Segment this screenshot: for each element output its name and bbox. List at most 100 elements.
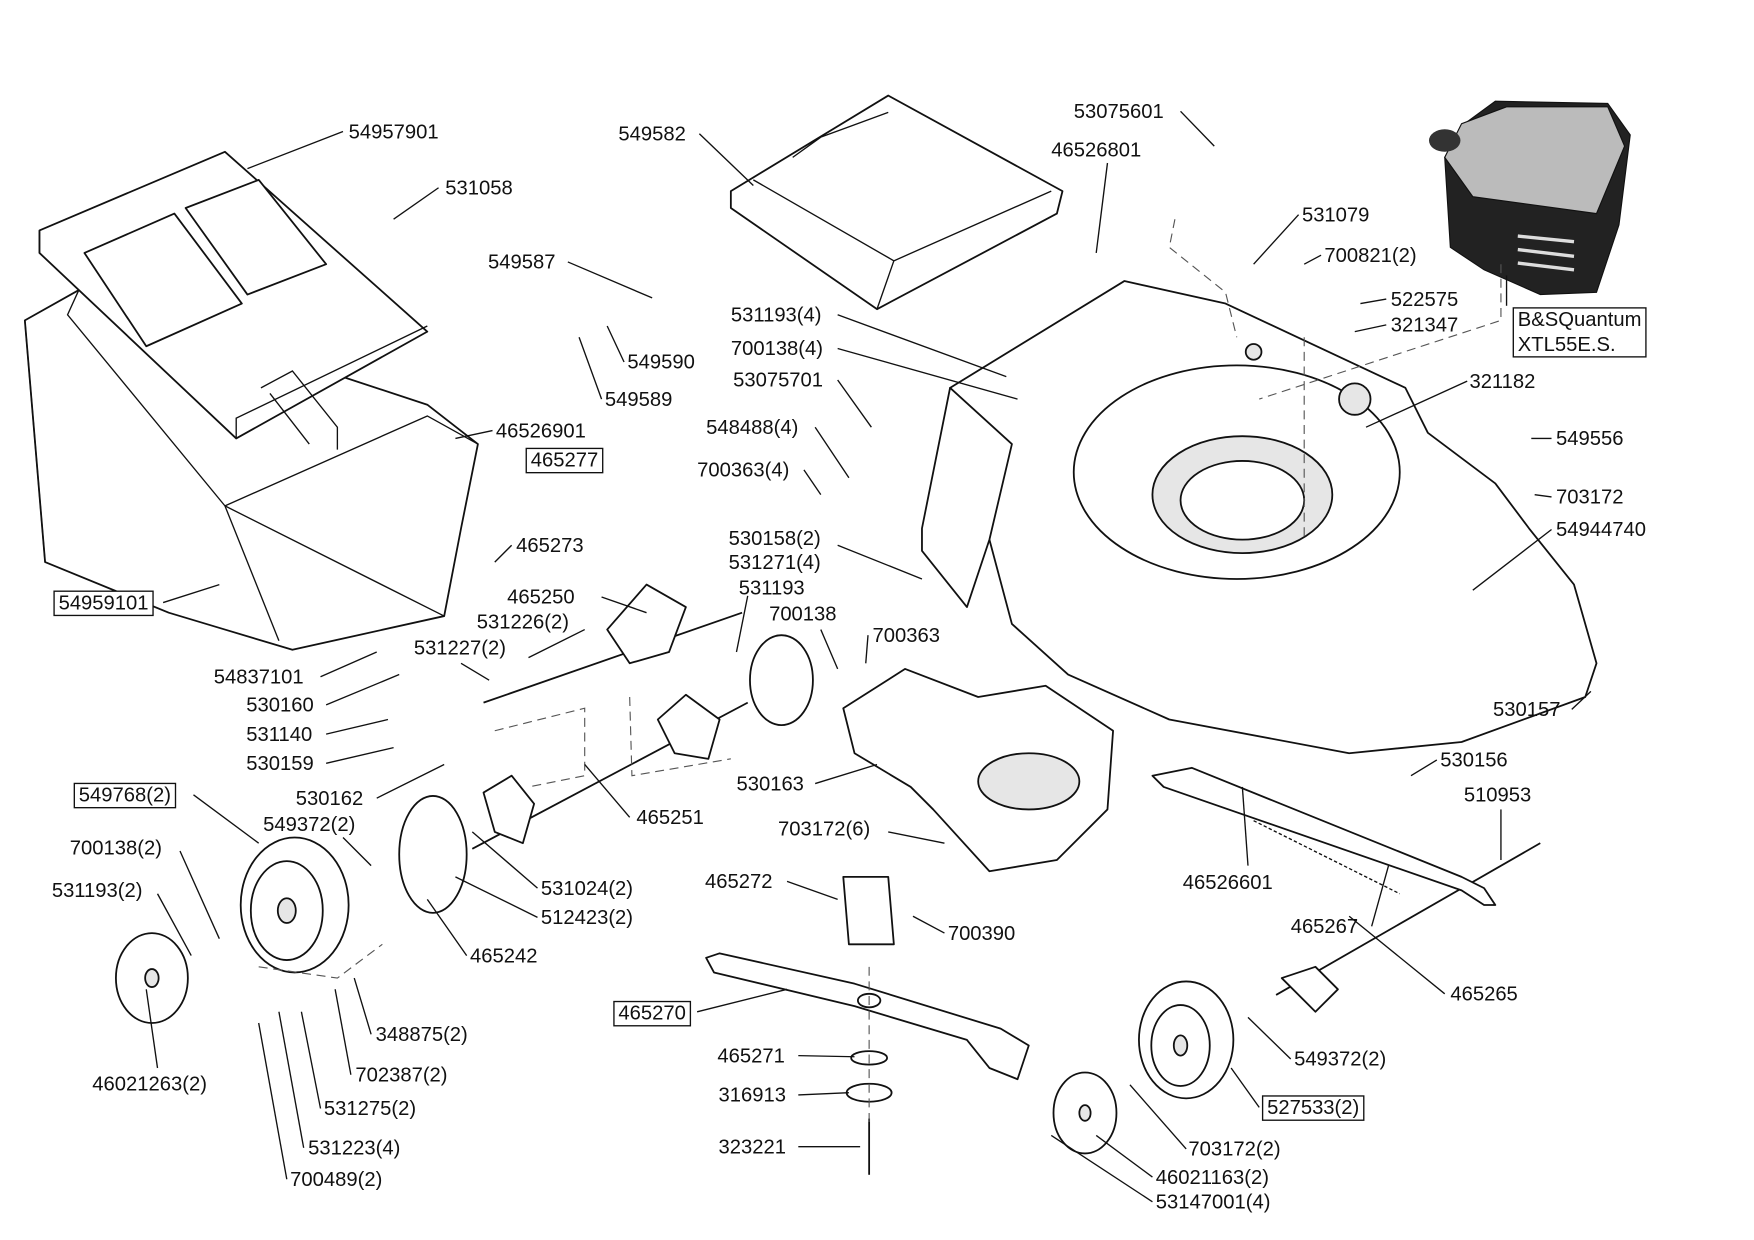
part-callout: 54957901 [247, 121, 439, 170]
part-number: 549590 [627, 352, 694, 374]
rear-axle [471, 583, 749, 850]
part-number: 549372(2) [1294, 1049, 1386, 1071]
part-number: 530157 [1493, 699, 1560, 721]
part-callout: 530162 [296, 763, 445, 810]
leader-line [376, 763, 445, 799]
part-number: 465251 [636, 807, 703, 829]
part-number: 530162 [296, 788, 363, 810]
engine-model: XTL55E.S. [1518, 334, 1616, 356]
part-callout: 549589 [578, 337, 672, 411]
leader-line [258, 1022, 288, 1180]
leader-line [865, 635, 869, 664]
part-callout: 700138 [769, 604, 839, 670]
leader-line [342, 837, 372, 867]
part-number: 549556 [1556, 428, 1623, 450]
part-number: 46526601 [1183, 872, 1273, 894]
part-callout: 348875(2) [353, 977, 468, 1046]
label-box [53, 590, 154, 617]
leader-line [1472, 528, 1552, 591]
part-callout: 510953 [1464, 785, 1531, 861]
part-callout: 700138(4) [731, 338, 1018, 400]
part-number: 549768(2) [79, 785, 171, 807]
leader-line [1360, 298, 1387, 305]
part-number: 54959101 [59, 592, 149, 614]
part-callout: 700138(2) [70, 837, 220, 939]
leader-line [145, 989, 159, 1069]
part-number: 54944740 [1556, 519, 1646, 541]
part-number: 54957901 [349, 121, 439, 143]
part-callout: 703172(2) [1129, 1084, 1281, 1161]
leader-line [1354, 324, 1387, 333]
part-number: 703172(2) [1188, 1139, 1280, 1161]
part-number: 530159 [246, 753, 313, 775]
part-number: 512423(2) [541, 907, 633, 929]
part-number: 53075601 [1074, 101, 1164, 123]
rear-cover [729, 94, 1064, 311]
leader-line [786, 880, 838, 901]
leader-line [814, 763, 878, 785]
part-number: 531058 [445, 177, 512, 199]
part-number: 348875(2) [376, 1024, 468, 1046]
part-callout: 702387(2) [334, 989, 448, 1086]
part-number: 700138 [769, 604, 836, 626]
part-callout: 465242 [426, 898, 538, 967]
part-number: 700489(2) [290, 1169, 382, 1191]
leader-line [1230, 1067, 1260, 1108]
part-callout: 531058 [393, 177, 513, 220]
part-callout: 465273 [494, 535, 584, 563]
part-callout: 531193 [735, 578, 805, 653]
part-number: 46021263(2) [92, 1073, 207, 1095]
leader-line [1571, 690, 1592, 710]
part-callout: 703172(6) [778, 818, 945, 844]
part-callout: 548488(4) [706, 417, 850, 479]
part-callout: 522575 [1360, 289, 1458, 311]
part-callout: 531226(2) [477, 611, 586, 659]
part-callout: 700489(2) [258, 1022, 382, 1191]
leader-line [1365, 380, 1468, 428]
part-number: 465265 [1450, 984, 1517, 1006]
leader-line [471, 831, 538, 889]
leader-line [1534, 493, 1552, 498]
leader-line [1410, 759, 1438, 777]
leader-line [798, 1054, 855, 1058]
part-number: 549589 [605, 389, 672, 411]
part-number: 549372(2) [263, 814, 355, 836]
part-number: 531193(2) [52, 880, 143, 902]
part-number: 700363(4) [697, 460, 789, 482]
part-callout: 700363(4) [697, 460, 822, 496]
leader-line [837, 347, 1018, 400]
part-callout: 323221 [718, 1136, 861, 1158]
part-number: 531193 [739, 578, 805, 600]
leader-line [820, 629, 839, 670]
part-callout: 531275(2) [300, 1011, 416, 1120]
part-number: 703172 [1556, 487, 1623, 509]
part-callout: 531024(2) [471, 831, 633, 900]
leader-line [162, 583, 220, 604]
part-callout: 700821(2) [1303, 245, 1417, 267]
label-box [1512, 307, 1647, 358]
leader-line [1180, 110, 1215, 147]
part-number: 531140 [246, 724, 312, 746]
leader-line [837, 314, 1007, 378]
part-callout: 531193(4) [731, 305, 1007, 378]
leader-line [393, 187, 439, 220]
part-number: 53147001(4) [1156, 1192, 1271, 1214]
engine [1428, 100, 1631, 296]
part-number: 465272 [705, 871, 772, 893]
part-number: 531223(4) [308, 1138, 400, 1160]
leader-line [1371, 865, 1390, 927]
label-box [613, 1000, 692, 1027]
part-callout: 549556 [1531, 428, 1623, 450]
part-callout: 512423(2) [455, 876, 633, 929]
leader-line [455, 429, 493, 440]
leader-line [300, 1011, 322, 1109]
leader-line [578, 337, 603, 400]
leader-line [1050, 1134, 1153, 1203]
dashed-assembly-lines [258, 219, 1502, 1125]
part-number: 530156 [1440, 750, 1507, 772]
leader-line [247, 130, 344, 170]
part-callout: 530159 [246, 746, 394, 775]
part-callout: 531271(4) [729, 552, 821, 574]
leader-line [735, 595, 749, 653]
